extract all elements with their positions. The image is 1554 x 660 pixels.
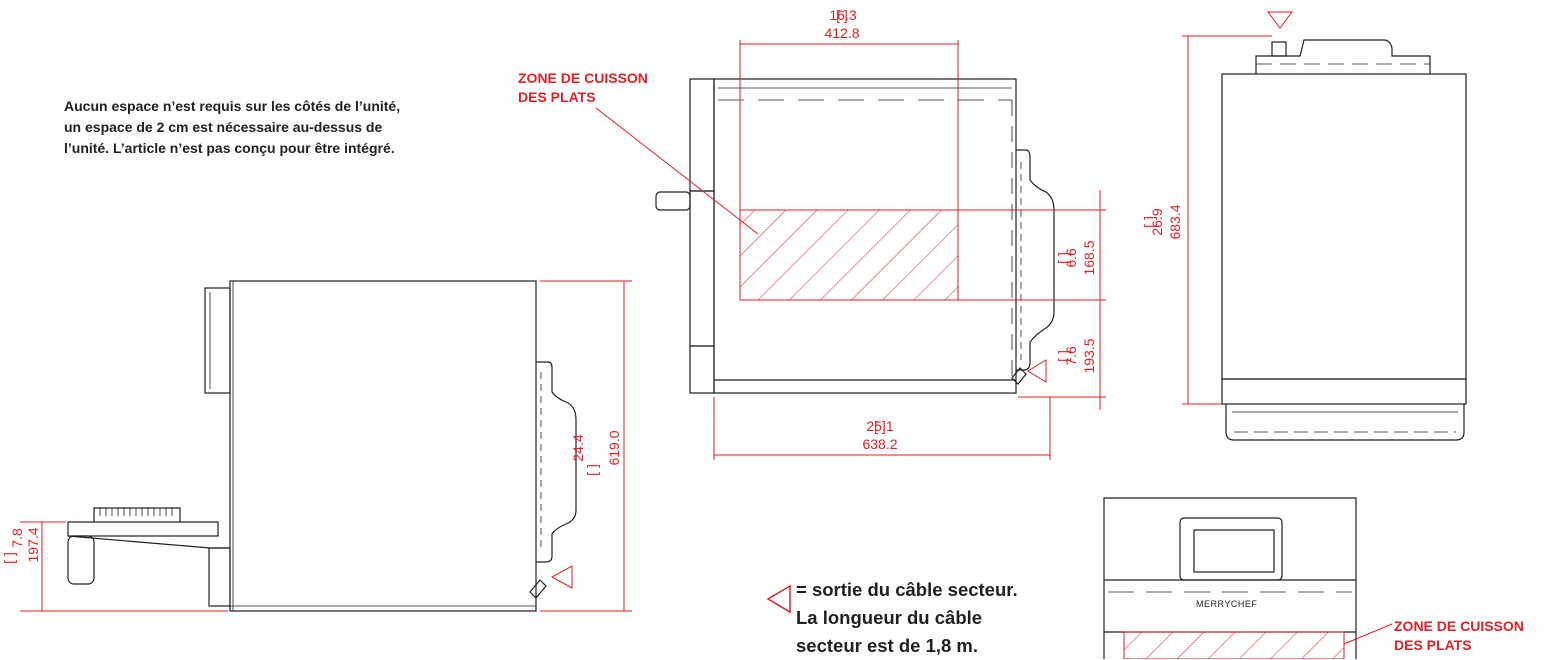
side-view-handle [536, 361, 577, 563]
cable-note: = sortie du câble secteur. La longueur d… [796, 576, 1018, 660]
clearance-note-line-3: l’unité. L’article n’est pas conçu pour … [64, 140, 395, 156]
rear-view-dimensions [1182, 11, 1293, 405]
clearance-note: Aucun espace n’est requis sur les côtés … [64, 96, 474, 159]
rear-view-body [1221, 73, 1467, 380]
dim-overall-bracket: [ ] [1141, 216, 1157, 228]
dim-zone-bracket: [ ] [1055, 252, 1071, 264]
dim-handle-bracket: [ ] [1, 552, 17, 564]
rear-view [1221, 39, 1467, 441]
top-view-handle-knob [655, 191, 691, 211]
dim-zone-base-bracket: [ ] [1055, 350, 1071, 362]
dim-depth-bracket: [ ] [874, 418, 886, 434]
clearance-note-line-2: un espace de 2 cm est nécessaire au-dess… [64, 119, 383, 135]
front-view-touchscreen [1193, 529, 1275, 573]
dim-width-in: 16.3 [829, 7, 856, 23]
cooking-zone-label-front-line-2: DES PLATS [1394, 637, 1472, 653]
rear-view-cable-marker [1267, 11, 1293, 29]
cooking-zone-label-top: ZONE DE CUISSON DES PLATS [518, 69, 648, 107]
dim-handle-in: 7.8 [9, 528, 25, 548]
rear-view-top-knob [1271, 41, 1287, 57]
dim-height-in: 24.4 [570, 434, 586, 461]
dim-height-bracket: [ ] [584, 464, 600, 476]
dim-width-bracket: [ ] [836, 7, 848, 23]
top-view-handle [1016, 149, 1055, 371]
side-view-foot [208, 547, 231, 607]
dim-depth-mm: 638.2 [862, 436, 897, 452]
side-view-dimensions [20, 280, 632, 612]
side-view-cable-marker [550, 565, 573, 589]
side-view-cable-outlet [529, 579, 547, 599]
front-view-touchscreen-frame [1179, 517, 1283, 581]
front-view-brand-logo: MERRYCHEF [1196, 599, 1257, 609]
cable-note-marker [766, 584, 791, 614]
cable-note-line-1: = sortie du câble secteur. [796, 579, 1018, 600]
top-view-dimensions [595, 40, 1106, 460]
dim-zone-base-mm: 193.5 [1081, 338, 1097, 373]
front-view-cooking-zone [1123, 631, 1345, 659]
side-view-lever [67, 535, 95, 585]
cable-note-line-2: La longueur du câble [796, 607, 983, 628]
side-view-body [229, 280, 537, 612]
dim-overall-mm: 683.4 [1167, 204, 1183, 239]
top-view-cable-marker [1027, 359, 1047, 383]
side-view [67, 280, 577, 612]
dim-zone-mm: 168.5 [1081, 240, 1097, 275]
dim-overall-in: 26.9 [1149, 208, 1165, 235]
cooking-zone-label-top-line-2: DES PLATS [518, 89, 596, 105]
side-view-back-panel [204, 287, 231, 394]
cooking-zone-label-front: ZONE DE CUISSON DES PLATS [1394, 617, 1524, 655]
dim-depth-in: 25.1 [866, 418, 893, 434]
top-view-cable-outlet [1011, 367, 1027, 385]
top-view-foot [689, 345, 715, 394]
top-view-back-plate [689, 78, 715, 192]
rear-view-handle-bar [1225, 404, 1465, 441]
dim-width-mm: 412.8 [824, 25, 859, 41]
cooking-zone-label-top-line-1: ZONE DE CUISSON [518, 70, 648, 86]
top-view-cooking-zone [739, 209, 959, 301]
front-view-body [1103, 497, 1357, 659]
dim-zone-in: 6.6 [1063, 248, 1079, 268]
cooking-zone-label-front-line-1: ZONE DE CUISSON [1394, 618, 1524, 634]
clearance-note-line-1: Aucun espace n’est requis sur les côtés … [64, 98, 401, 114]
cable-note-line-3: secteur est de 1,8 m. [796, 635, 979, 656]
dim-zone-base-in: 7.6 [1063, 346, 1079, 366]
side-view-door-rail [67, 521, 219, 537]
top-view-door [689, 190, 715, 347]
dim-handle-mm: 197.4 [25, 527, 41, 562]
dim-height-mm: 619.0 [606, 430, 622, 465]
rear-view-top-handle [1255, 39, 1431, 74]
side-view-knob [93, 507, 181, 522]
rear-view-base [1221, 378, 1467, 405]
